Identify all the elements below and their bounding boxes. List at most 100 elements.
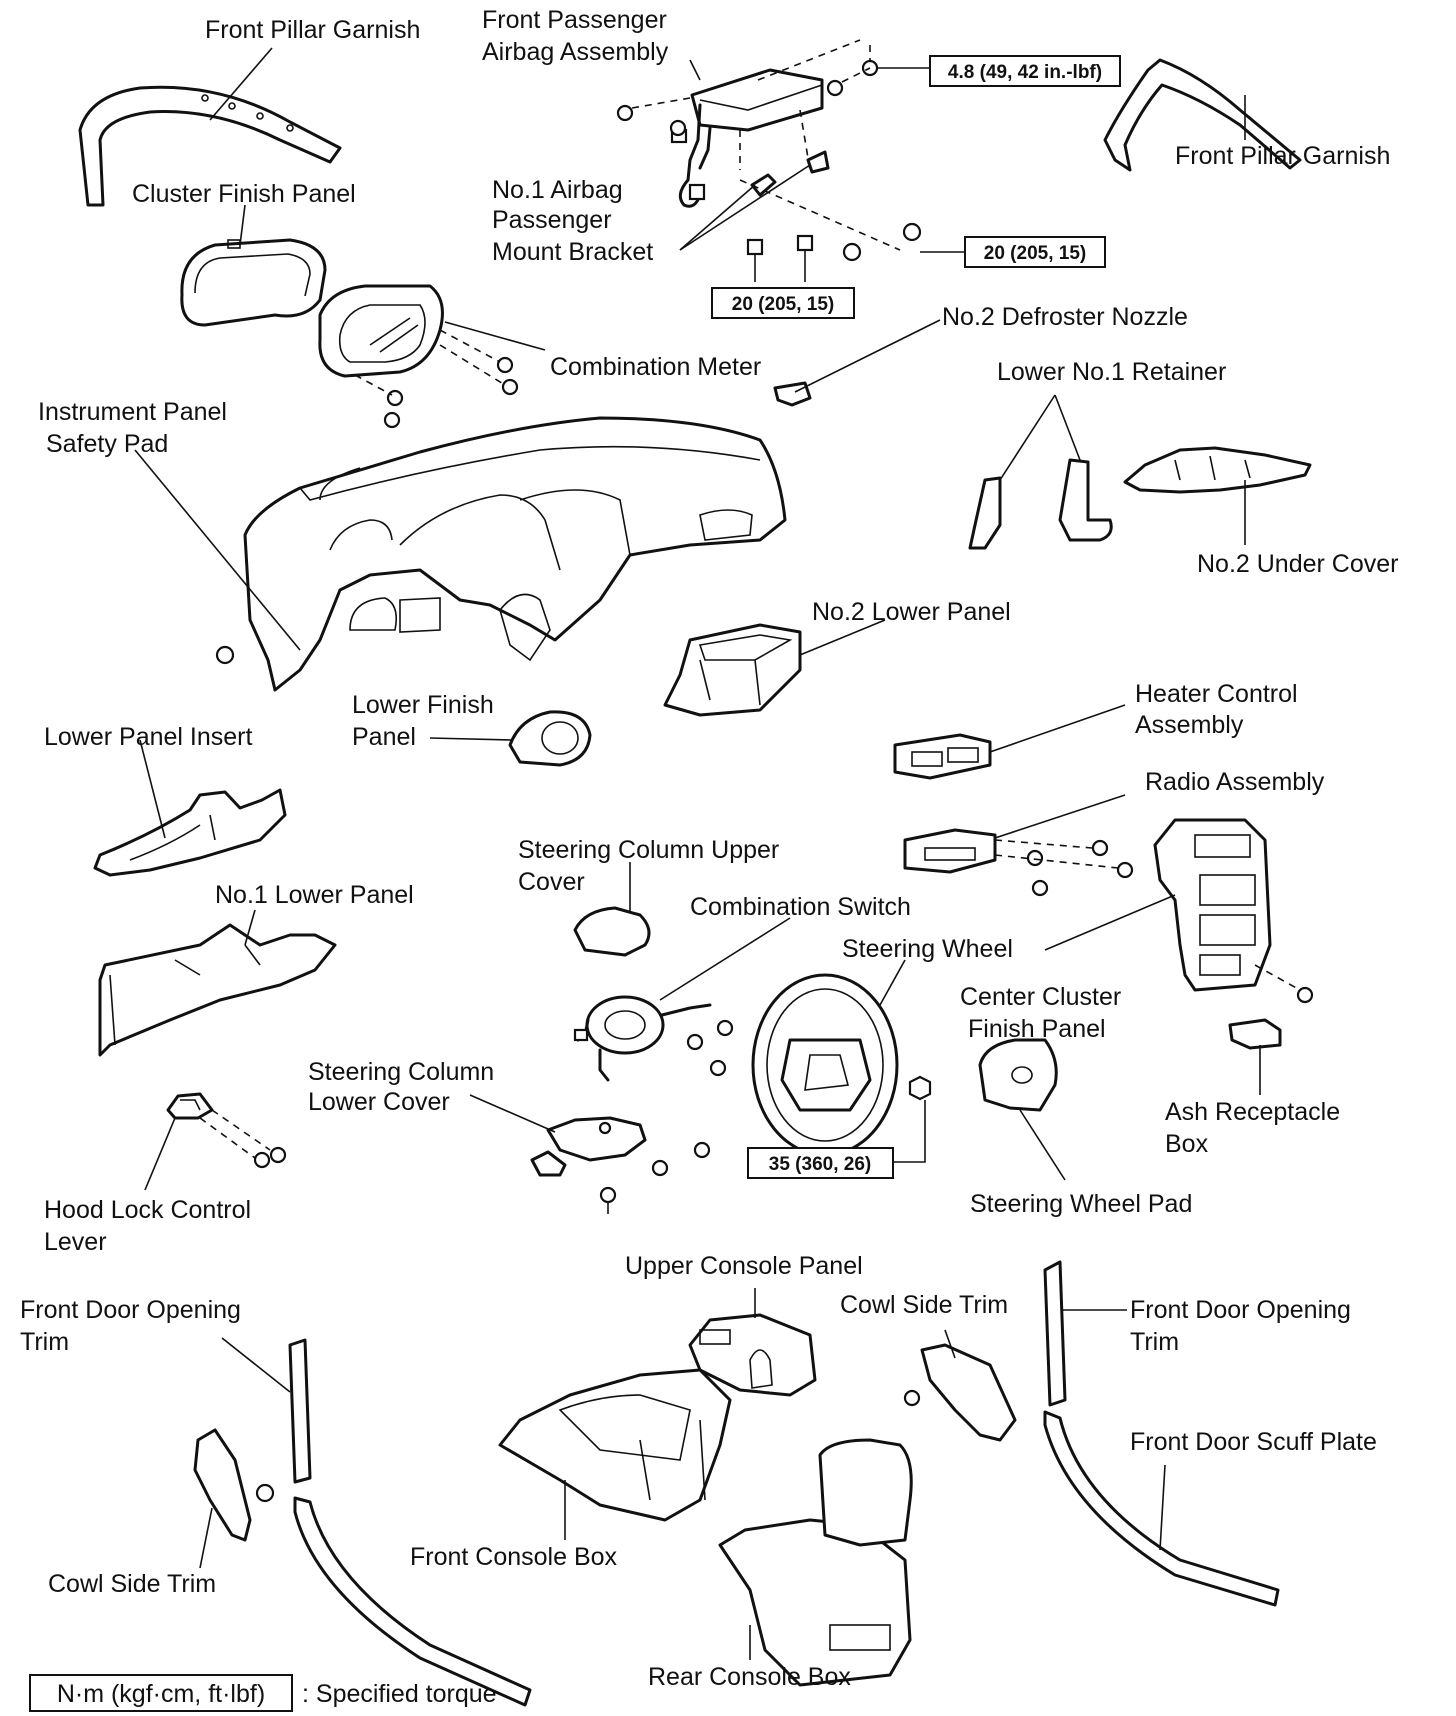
front-door-opening-trim-left-part (288, 1338, 312, 1484)
part-labels: Front Pillar Garnish Front Passenger Air… (20, 6, 1398, 1691)
steering-wheel-pad-part (978, 1038, 1058, 1112)
cowl-side-trim-right-clip (903, 1389, 921, 1407)
label-lower-finish-panel-line2: Panel (352, 723, 416, 751)
label-no2-lower-panel: No.2 Lower Panel (812, 598, 1011, 626)
heater-control-assembly-part (893, 733, 992, 780)
rear-console-box-part (718, 1438, 913, 1687)
ash-receptacle-box-part (1228, 1018, 1282, 1050)
label-no2-under-cover: No.2 Under Cover (1197, 550, 1398, 578)
safety-pad-clip (215, 645, 235, 665)
lower-no1-retainer-part (968, 458, 1113, 550)
label-steering-wheel-pad: Steering Wheel Pad (970, 1190, 1192, 1218)
front-door-scuff-plate-left-part (293, 1496, 532, 1707)
label-front-door-opening-trim-right-line2: Trim (1130, 1328, 1179, 1356)
upper-console-panel-part (688, 1313, 817, 1397)
label-cowl-side-trim-left: Cowl Side Trim (48, 1570, 216, 1598)
front-passenger-airbag-part (670, 68, 824, 208)
cluster-finish-panel-part (180, 238, 327, 327)
label-no2-defroster-nozzle: No.2 Defroster Nozzle (942, 303, 1188, 331)
label-steering-column-upper-cover-line1: Steering Column Upper (518, 836, 779, 864)
label-front-passenger-airbag-line1: Front Passenger (482, 6, 667, 34)
label-no1-lower-panel: No.1 Lower Panel (215, 881, 414, 909)
label-steering-column-upper-cover-line2: Cover (518, 868, 585, 896)
label-cowl-side-trim-right: Cowl Side Trim (840, 1291, 1008, 1319)
torque-spec-steering-wheel-nut: 35 (360, 26) (747, 1147, 894, 1179)
label-ash-receptacle-line2: Box (1165, 1130, 1209, 1158)
label-center-cluster-line2: Finish Panel (968, 1015, 1106, 1043)
center-cluster-finish-panel-part (1153, 818, 1272, 992)
label-front-door-opening-trim-left-line1: Front Door Opening (20, 1296, 241, 1324)
label-lower-finish-panel-line1: Lower Finish (352, 691, 494, 719)
front-door-opening-trim-right-part (1043, 1260, 1067, 1407)
label-front-door-scuff-plate: Front Door Scuff Plate (1130, 1428, 1377, 1456)
label-upper-console-panel: Upper Console Panel (625, 1252, 863, 1280)
label-combination-switch: Combination Switch (690, 893, 911, 921)
instrument-panel-safety-pad-part (243, 416, 787, 692)
torque-bracket-right-text: 20 (205, 15) (984, 243, 1086, 264)
no2-under-cover-part (1123, 446, 1312, 494)
label-front-passenger-airbag-line2: Airbag Assembly (482, 38, 669, 66)
radio-assembly-part (903, 828, 997, 874)
steering-column-upper-cover-part (573, 906, 651, 957)
label-steering-column-lower-cover-line1: Steering Column (308, 1058, 494, 1086)
label-rear-console-box: Rear Console Box (648, 1663, 851, 1691)
torque-legend: N·m (kgf·cm, ft·lbf) : Specified torque (29, 1674, 497, 1712)
label-ash-receptacle-line1: Ash Receptacle (1165, 1098, 1340, 1126)
label-front-pillar-garnish-left: Front Pillar Garnish (205, 16, 420, 44)
front-door-scuff-plate-right-part (1043, 1410, 1280, 1607)
label-front-door-opening-trim-left-line2: Trim (20, 1328, 69, 1356)
label-hood-lock-line1: Hood Lock Control (44, 1196, 251, 1224)
label-center-cluster-line1: Center Cluster (960, 983, 1121, 1011)
label-instrument-panel-safety-pad-line2: Safety Pad (46, 430, 168, 458)
steering-wheel-nut (908, 1075, 932, 1101)
front-console-box-part (498, 1368, 732, 1522)
label-heater-control-line2: Assembly (1135, 711, 1244, 739)
label-steering-wheel: Steering Wheel (842, 935, 1013, 963)
torque-spec-bracket-bolt-right: 20 (205, 15) (964, 236, 1106, 268)
legend-unit-text: N·m (kgf·cm, ft·lbf) (57, 1680, 265, 1708)
label-cluster-finish-panel: Cluster Finish Panel (132, 180, 356, 208)
front-pillar-garnish-left-part (78, 85, 342, 207)
label-hood-lock-line2: Lever (44, 1228, 107, 1256)
hood-lock-screws (199, 1109, 287, 1169)
torque-spec-bracket-bolt-center: 20 (205, 15) (711, 287, 855, 319)
label-instrument-panel-safety-pad-line1: Instrument Panel (38, 398, 227, 426)
bracket-bolts (746, 222, 922, 268)
label-radio-assembly: Radio Assembly (1145, 768, 1325, 796)
label-front-console-box: Front Console Box (410, 1543, 618, 1571)
lower-panel-insert-part (93, 788, 287, 877)
label-combination-meter: Combination Meter (550, 353, 761, 381)
torque-steering-wheel-text: 35 (360, 26) (769, 1154, 871, 1175)
combination-meter-screws (354, 329, 519, 429)
label-lower-no1-retainer: Lower No.1 Retainer (997, 358, 1226, 386)
steering-wheel-part (751, 973, 899, 1157)
label-front-pillar-garnish-right: Front Pillar Garnish (1175, 142, 1390, 170)
radio-screws (994, 839, 1134, 897)
lower-cover-screws (599, 1141, 711, 1214)
torque-bracket-center-text: 20 (205, 15) (732, 294, 834, 315)
leader-lines (134, 47, 1261, 1660)
label-heater-control-line1: Heater Control (1135, 680, 1298, 708)
hood-lock-control-lever-part (166, 1092, 214, 1120)
torque-spec-airbag-nut: 4.8 (49, 42 in.-lbf) (929, 55, 1121, 87)
cowl-side-trim-left-clip (255, 1483, 275, 1503)
label-lower-panel-insert: Lower Panel Insert (44, 723, 253, 751)
airbag-mount-bracket-part (750, 150, 830, 197)
center-cluster-screw-line (1254, 964, 1301, 991)
airbag-fasteners (616, 39, 901, 251)
cowl-side-trim-left-part (193, 1428, 252, 1542)
label-airbag-bracket-line3: Mount Bracket (492, 238, 653, 266)
lower-finish-panel-part (508, 710, 592, 767)
cowl-side-trim-right-part (920, 1343, 1017, 1442)
label-front-door-opening-trim-right-line1: Front Door Opening (1130, 1296, 1351, 1324)
no2-lower-panel-part (663, 623, 802, 717)
legend-description: : Specified torque (302, 1680, 497, 1708)
torque-airbag-nut-text: 4.8 (49, 42 in.-lbf) (948, 62, 1102, 83)
front-pillar-garnish-right-part (1103, 58, 1302, 172)
combination-switch-part (573, 995, 712, 1082)
combination-switch-screws (686, 1019, 734, 1077)
center-cluster-screw (1296, 986, 1314, 1004)
label-airbag-bracket-line1: No.1 Airbag (492, 176, 623, 204)
no1-lower-panel-part (98, 923, 337, 1057)
